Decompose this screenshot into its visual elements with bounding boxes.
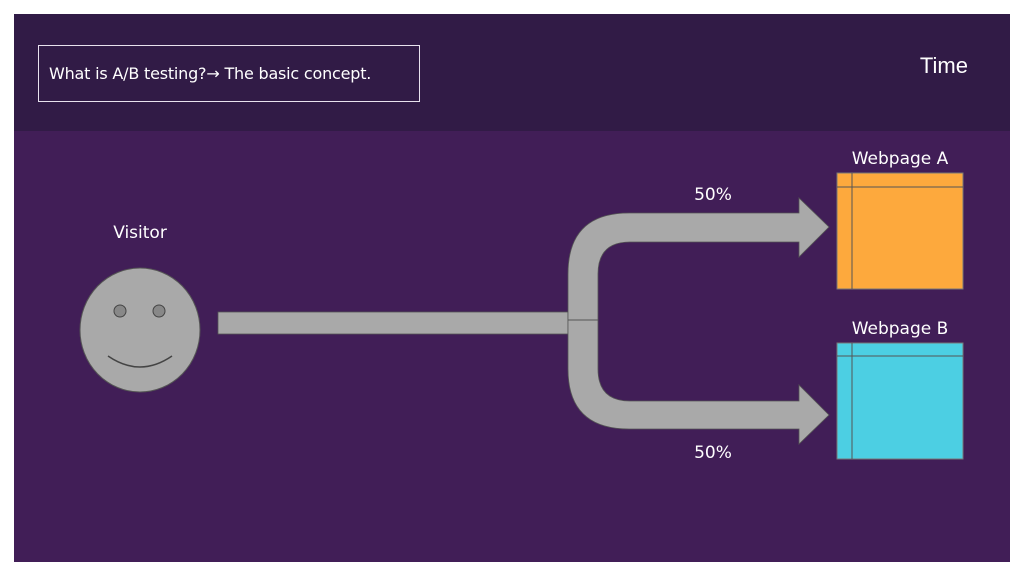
visitor-connector bbox=[217, 311, 569, 335]
visitor-label: Visitor bbox=[113, 223, 167, 243]
webpage-a-icon bbox=[836, 172, 964, 290]
title-box: What is A/B testing?→ The basic concept. bbox=[38, 45, 420, 102]
slide: What is A/B testing?→ The basic concept.… bbox=[14, 14, 1010, 562]
split-bottom-label: 50% bbox=[694, 443, 732, 463]
webpage-b-icon bbox=[836, 342, 964, 460]
webpage-a-label: Webpage A bbox=[852, 149, 949, 169]
split-arrow bbox=[567, 197, 830, 445]
visitor-face-icon bbox=[79, 267, 201, 393]
page-title: What is A/B testing?→ The basic concept. bbox=[49, 64, 372, 83]
header-bar: What is A/B testing?→ The basic concept.… bbox=[14, 14, 1010, 131]
webpage-b-label: Webpage B bbox=[852, 319, 949, 339]
ab-diagram: Visitor 50% 50% Webpage A Webpage B bbox=[79, 149, 964, 463]
split-top-label: 50% bbox=[694, 185, 732, 205]
section-label: Time bbox=[919, 53, 968, 78]
